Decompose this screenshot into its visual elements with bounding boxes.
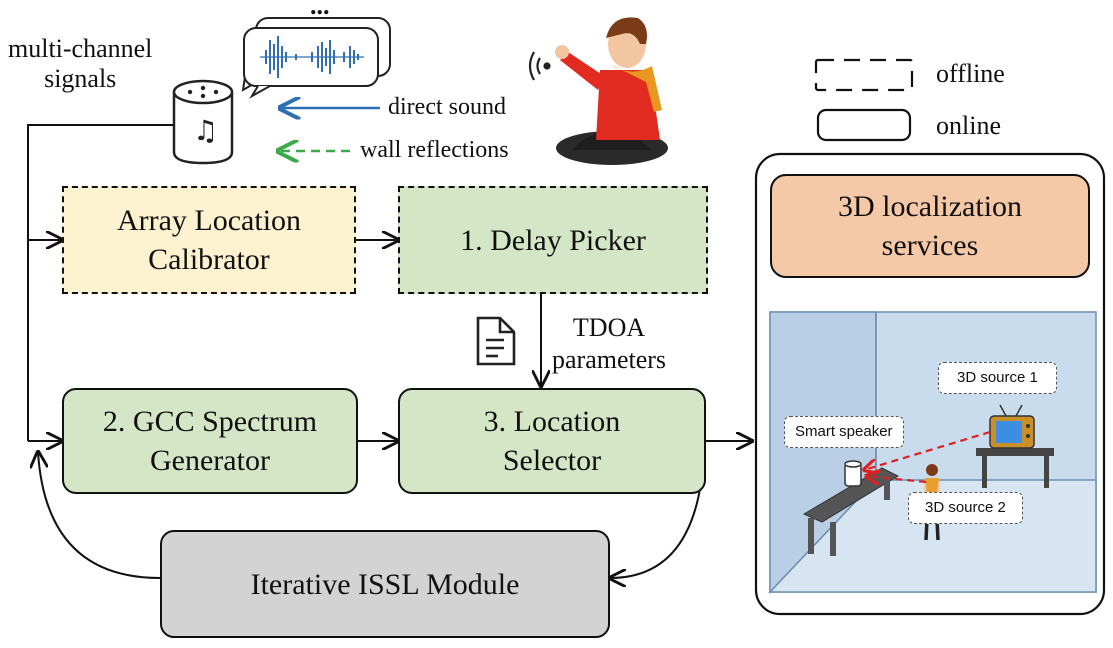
gcc-spectrum-generator-block: 2. GCC Spectrum Generator <box>62 388 358 494</box>
legend-offline-swatch <box>814 58 914 92</box>
legend-online-label: online <box>936 111 1001 140</box>
ellipsis-label: ... <box>310 0 330 20</box>
source2-callout: 3D source 2 <box>908 492 1023 524</box>
array-location-calibrator-block: Array Location Calibrator <box>62 186 356 294</box>
signal-lines <box>27 124 752 578</box>
sound-wave-icon <box>528 51 551 81</box>
room-illustration <box>768 311 1097 594</box>
legend-offline-label: offline <box>936 59 1005 88</box>
location-selector-block: 3. Location Selector <box>398 388 706 494</box>
waveform-icon <box>241 17 391 99</box>
person-icon <box>555 17 668 165</box>
direct-sound-label: direct sound <box>388 94 506 120</box>
source1-callout: 3D source 1 <box>938 362 1057 394</box>
iterative-issl-module-block: Iterative ISSL Module <box>160 530 610 638</box>
smart-speaker-icon: ♫ <box>172 79 234 165</box>
multichannel-label: multi-channel signals <box>8 34 153 93</box>
tv-icon <box>989 404 1035 449</box>
smart-speaker-callout: Smart speaker <box>784 416 904 448</box>
svg-text:♫: ♫ <box>193 114 218 147</box>
tdoa-parameters-label: TDOA parameters <box>552 313 667 374</box>
delay-picker-block: 1. Delay Picker <box>398 186 708 294</box>
document-icon <box>476 316 516 366</box>
wall-reflections-label: wall reflections <box>360 137 509 163</box>
localization-services-block: 3D localization services <box>770 174 1090 278</box>
legend-online-swatch <box>816 108 912 142</box>
smart-speaker-mini-icon <box>844 460 862 487</box>
